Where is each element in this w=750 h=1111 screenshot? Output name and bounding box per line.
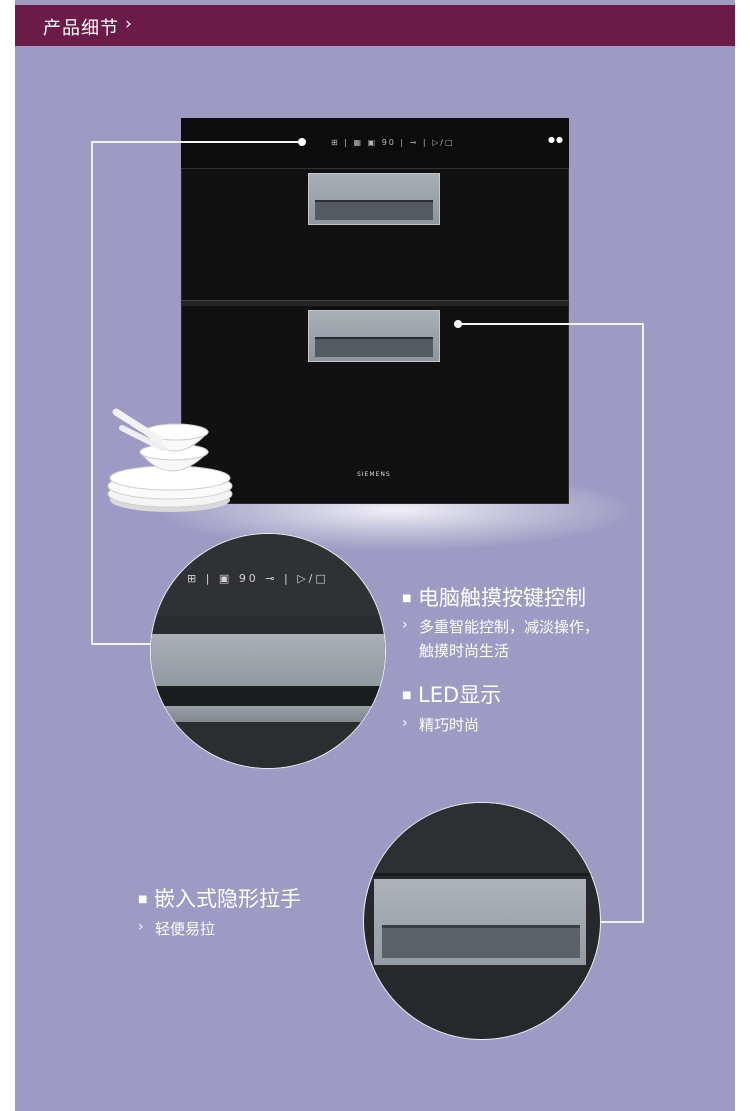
bullet-icon: ■ [138,894,148,905]
drawer-separator [181,300,569,306]
callout-dot-top [298,138,306,146]
chevron-right-icon: › [125,14,132,34]
handle-zoom [363,802,601,1040]
brand-logo: SIEMENS [357,471,391,478]
chevron-right-icon: › [138,919,144,935]
section-header: 产品细节 › [15,5,735,46]
feature-desc: 精巧时尚 [419,716,480,734]
feature-desc: 多重智能控制，减淡操作， [419,618,600,636]
feature-desc: 触摸时尚生活 [419,642,510,660]
callout-line [458,323,644,325]
top-drawer-handle [308,173,440,225]
section-title: 产品细节 [43,18,119,39]
bullet-icon: ■ [402,690,412,701]
chevron-right-icon: › [402,715,408,731]
control-icons: ⊞ | ▦ ▣ 90 | ⊸ | ▷/□ [331,138,455,147]
callout-line [91,643,153,645]
bottom-drawer-handle [308,310,440,362]
bullet-icon: ■ [402,593,412,604]
callout-line [91,141,93,645]
callout-line [642,323,644,923]
product-image: ⊞ | ▦ ▣ 90 | ⊸ | ▷/□ ●● SIEMENS [181,118,569,504]
feature-title: 电脑触摸按键控制 [418,586,586,610]
feature-title: LED显示 [418,683,502,707]
status-dots: ●● [548,135,564,144]
control-icons-zoom: ⊞ | ▣ 90 ⊸ | ▷/□ [187,572,329,585]
callout-line [91,141,301,143]
chevron-right-icon: › [402,617,408,633]
callout-line [597,921,644,923]
dishes-image [107,408,233,512]
control-panel-zoom: ⊞ | ▣ 90 ⊸ | ▷/□ [150,533,386,769]
feature-title: 嵌入式隐形拉手 [154,887,301,911]
feature-desc: 轻便易拉 [155,920,216,938]
control-panel: ⊞ | ▦ ▣ 90 | ⊸ | ▷/□ ●● [181,118,569,169]
